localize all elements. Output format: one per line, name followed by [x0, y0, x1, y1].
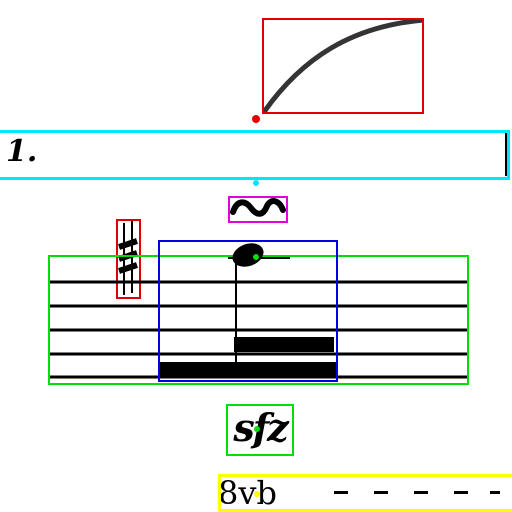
note-group-box	[158, 240, 338, 382]
octave-dash	[454, 491, 468, 494]
notehead-icon	[253, 254, 259, 260]
turn-ornament-icon	[230, 198, 286, 217]
octave-anchor-point	[254, 491, 260, 497]
key-signature-box	[116, 219, 141, 299]
octave-dash	[414, 491, 428, 494]
note-group	[160, 243, 336, 378]
slur-bounding-box	[262, 18, 424, 114]
double-sharp-icon	[118, 221, 138, 295]
volta-anchor-point	[253, 180, 259, 186]
dynamic-bounding-box	[226, 404, 294, 456]
ending-number: 1.	[6, 134, 38, 169]
octave-dash	[374, 491, 388, 494]
dynamic-anchor-point	[254, 426, 260, 432]
volta-bracket-box	[0, 130, 510, 180]
slur-anchor-point	[252, 115, 260, 123]
dynamic-marking: sfz	[233, 405, 288, 450]
turn-bounding-box	[228, 196, 288, 223]
octave-marking: 8vb	[218, 474, 277, 512]
octave-dash	[334, 491, 348, 494]
octave-line-box	[218, 474, 512, 512]
octave-dash	[490, 491, 500, 494]
slur-arc-icon	[262, 18, 424, 114]
